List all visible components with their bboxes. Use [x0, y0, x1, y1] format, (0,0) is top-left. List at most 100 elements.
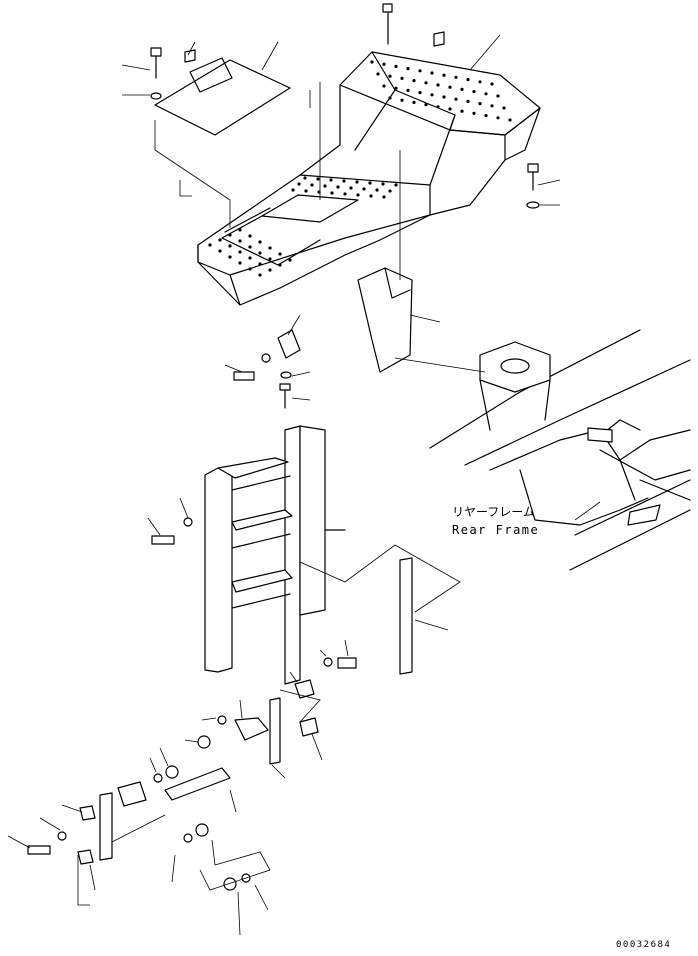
perforation-hole [430, 71, 434, 75]
perforation-hole [238, 261, 242, 265]
perforation-hole [454, 97, 458, 101]
perforation-hole [268, 268, 272, 272]
perforation-hole [424, 103, 428, 107]
perforation-hole [508, 118, 512, 122]
perforation-hole [316, 177, 320, 181]
perforation-hole [400, 98, 404, 102]
perforation-hole [400, 76, 404, 80]
perforation-hole [394, 183, 398, 187]
perforation-hole [303, 176, 307, 180]
perforation-hole [349, 186, 353, 190]
cover-plate [154, 57, 291, 136]
perforation-hole [228, 233, 232, 237]
perforation-hole [278, 263, 282, 267]
ladder [204, 425, 346, 685]
perforation-hole [228, 244, 232, 248]
perforation-hole [291, 188, 295, 192]
perforation-hole [418, 69, 422, 73]
perforation-hole [218, 238, 222, 242]
perforation-hole [394, 86, 398, 90]
perforation-hole [288, 258, 292, 262]
perforation-hole [442, 95, 446, 99]
perforation-hole [490, 82, 494, 86]
perforation-hole [343, 192, 347, 196]
perforation-hole [454, 75, 458, 79]
perforation-hole [355, 180, 359, 184]
perforation-hole [369, 194, 373, 198]
perforation-hole [248, 245, 252, 249]
perforation-hole [228, 255, 232, 259]
perforation-hole [382, 84, 386, 88]
rear-frame [429, 329, 691, 571]
perforation-hole [496, 94, 500, 98]
perforation-hole [362, 187, 366, 191]
lower-bracket [357, 267, 413, 373]
lower-step-assembly [77, 679, 319, 865]
perforation-hole [238, 239, 242, 243]
perforation-hole [382, 62, 386, 66]
perforation-hole [478, 80, 482, 84]
perforation-hole [238, 250, 242, 254]
perforation-hole [406, 88, 410, 92]
perforation-hole [278, 252, 282, 256]
perforation-hole [502, 106, 506, 110]
perforation-hole [297, 182, 301, 186]
perforation-hole [323, 184, 327, 188]
perforation-hole [394, 64, 398, 68]
perforation-hole [268, 257, 272, 261]
fasteners [27, 517, 357, 891]
perforation-hole [336, 185, 340, 189]
perforation-hole [388, 189, 392, 193]
perforation-hole [268, 246, 272, 250]
perforation-hole [368, 181, 372, 185]
perforation-hole [436, 83, 440, 87]
perforation-hole [430, 93, 434, 97]
perforation-hole [376, 72, 380, 76]
perforation-hole [490, 104, 494, 108]
perforation-hole [448, 85, 452, 89]
perforation-hole [248, 267, 252, 271]
perforation-hole [460, 109, 464, 113]
perforation-hole [412, 79, 416, 83]
perforation-hole [310, 183, 314, 187]
top-bolt [150, 3, 540, 209]
perforation-hole [258, 240, 262, 244]
perforation-hole [484, 114, 488, 118]
perforation-hole [418, 91, 422, 95]
perforation-hole [448, 107, 452, 111]
perforation-hole [388, 74, 392, 78]
perforation-hole [258, 251, 262, 255]
perforation-hole [496, 116, 500, 120]
perforation-hole [466, 78, 470, 82]
perforation-hole [375, 188, 379, 192]
side-plate [399, 557, 413, 675]
perforation-hole [466, 99, 470, 103]
perforation-hole [342, 179, 346, 183]
perforation-hole [218, 249, 222, 253]
perforation-hole [258, 262, 262, 266]
step-platform-assembly [179, 51, 541, 306]
drawing-number: 00032684 [616, 940, 671, 950]
perforation-hole [304, 189, 308, 193]
perforation-hole [442, 73, 446, 77]
perforation-hole [248, 234, 252, 238]
perforation-hole [258, 273, 262, 277]
rear-frame-label-english: Rear Frame [452, 523, 539, 537]
perforation-hole [238, 228, 242, 232]
rear-frame-label-japanese: リヤーフレーム [452, 505, 535, 519]
perforation-hole [460, 87, 464, 91]
perforation-hole [329, 178, 333, 182]
perforation-hole [382, 195, 386, 199]
perforation-hole [381, 182, 385, 186]
perforation-hole [412, 100, 416, 104]
perforation-hole [472, 111, 476, 115]
perforation-hole [406, 67, 410, 71]
perforation-hole [388, 96, 392, 100]
mounting-bracket [233, 329, 301, 409]
perforation-hole [356, 193, 360, 197]
perforation-holes [208, 60, 512, 277]
perforation-hole [484, 92, 488, 96]
perforation-hole [424, 81, 428, 85]
perforation-hole [208, 243, 212, 247]
